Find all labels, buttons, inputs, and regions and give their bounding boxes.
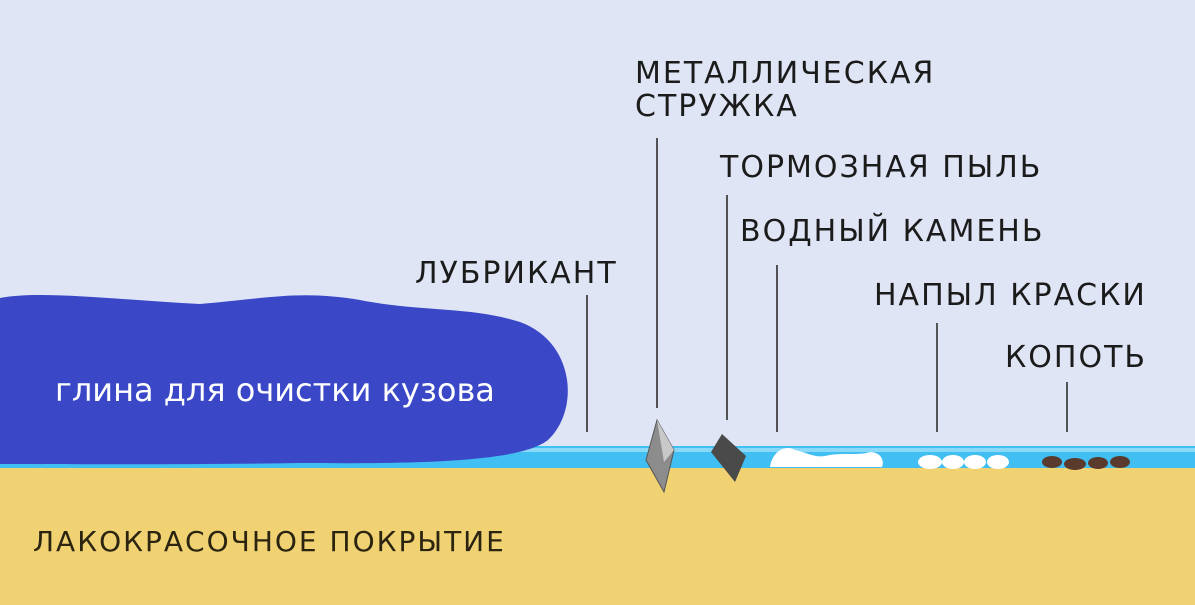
clay-bar-label: глина для очистки кузова [55,371,495,409]
brake-dust-particle [711,434,746,482]
soot-particle [1088,457,1108,469]
soot-particle [1110,456,1130,468]
soot-particle [1042,456,1062,468]
overspray-droplet [964,455,986,469]
label-brake-dust: ТОРМОЗНАЯ ПЫЛЬ [720,150,1043,185]
paint-layer-label: ЛАКОКРАСОЧНОЕ ПОКРЫТИЕ [33,525,506,558]
overspray-droplet [918,455,942,469]
metal-shaving-highlight [657,420,674,462]
label-metal-shavings-line1: МЕТАЛЛИЧЕСКАЯ [635,56,936,91]
label-metal-shavings-line2: СТРУЖКА [635,89,799,124]
lubricant-film-highlight [0,448,1195,452]
soot-particle [1064,458,1086,470]
label-lubricant: ЛУБРИКАНТ [415,256,618,291]
label-soot: КОПОТЬ [1005,340,1147,375]
overspray-droplet [942,455,964,469]
label-water-stone: ВОДНЫЙ КАМЕНЬ [740,214,1045,249]
label-paint-overspray: НАПЫЛ КРАСКИ [874,278,1147,313]
overspray-droplet [987,455,1009,469]
paint-layer [0,468,1195,605]
water-stone-deposit [770,447,883,467]
clay-bar [0,294,568,465]
